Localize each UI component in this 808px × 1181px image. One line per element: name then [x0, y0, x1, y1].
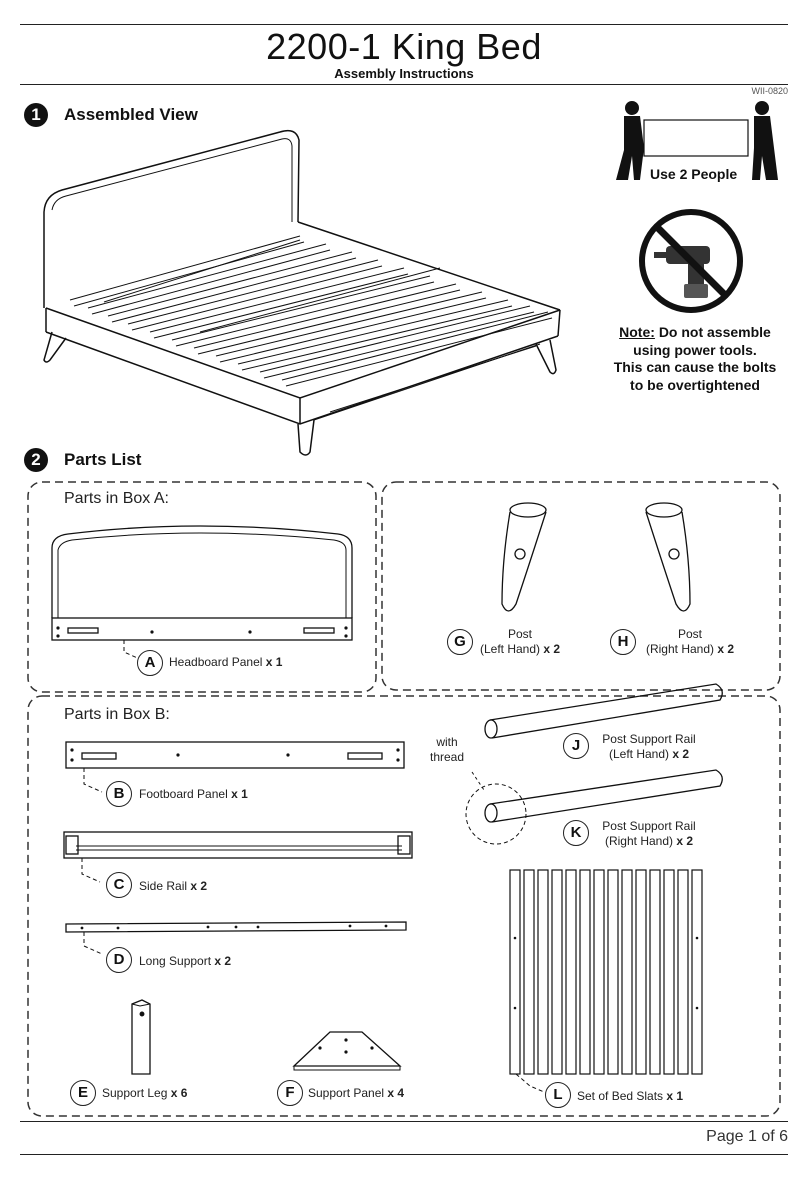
thread-callout: with thread	[425, 735, 469, 765]
part-e-name: Support Leg	[102, 1086, 168, 1100]
note-line-4: to be overtightened	[630, 376, 760, 393]
part-k-label: Post Support Rail (Right Hand) x 2	[592, 819, 706, 849]
part-l-badge: L	[545, 1082, 571, 1108]
part-d-badge: D	[106, 947, 132, 973]
side-rail-drawing	[63, 831, 413, 883]
thread-callout-line-2: thread	[429, 750, 465, 764]
page-number: Page 1 of 6	[706, 1128, 788, 1145]
part-f-badge: F	[277, 1080, 303, 1106]
rail-j	[489, 683, 723, 739]
two-people-label: Use 2 People	[650, 166, 738, 182]
part-l-qty: x 1	[666, 1089, 684, 1103]
part-l-label: Set of Bed Slats x 1	[577, 1089, 683, 1103]
rail-k	[489, 769, 723, 823]
post-right-drawing	[645, 502, 691, 612]
part-h-name-2: (Right Hand)	[645, 642, 714, 656]
part-j-name-1: Post Support Rail	[602, 732, 696, 746]
post-support-rails-drawing	[465, 683, 723, 845]
top-rule	[20, 24, 788, 25]
note-line-2: using power tools.	[633, 341, 757, 358]
part-k-qty: x 2	[676, 834, 694, 848]
part-c-label: Side Rail x 2	[139, 879, 207, 893]
part-a-badge: A	[137, 650, 163, 676]
footboard-panel-drawing	[65, 741, 405, 793]
part-c-badge: C	[106, 872, 132, 898]
no-power-tools-icon	[639, 209, 743, 313]
step-2-badge: 2	[24, 448, 48, 472]
part-c-qty: x 2	[190, 879, 208, 893]
part-a-name: Headboard Panel	[169, 655, 263, 669]
part-k-name-2: (Right Hand)	[604, 834, 673, 848]
header-rule	[20, 84, 788, 85]
step-1-title: Assembled View	[64, 105, 198, 124]
box-right-outline	[381, 481, 781, 691]
part-j-name-2: (Left Hand)	[608, 747, 669, 761]
part-a-label: Headboard Panel x 1	[169, 655, 282, 669]
two-people-icon	[616, 101, 778, 180]
part-j-badge: J	[563, 733, 589, 759]
part-g-name-2: (Left Hand)	[479, 642, 540, 656]
box-b-heading: Parts in Box B:	[64, 706, 170, 723]
support-leg-drawing	[131, 999, 151, 1075]
part-f-name: Support Panel	[308, 1086, 385, 1100]
part-h-badge: H	[610, 629, 636, 655]
part-a-qty: x 1	[265, 655, 283, 669]
part-e-label: Support Leg x 6	[102, 1086, 187, 1100]
long-support-drawing	[65, 921, 407, 955]
part-g-label: Post (Left Hand) x 2	[475, 627, 565, 657]
part-l-name: Set of Bed Slats	[577, 1089, 664, 1103]
bed-slats-drawing	[509, 869, 703, 1093]
footer-rule-top	[20, 1121, 788, 1122]
support-panel-drawing	[292, 1031, 402, 1071]
part-h-qty: x 2	[717, 642, 735, 656]
part-b-name: Footboard Panel	[139, 787, 228, 801]
part-b-qty: x 1	[231, 787, 248, 801]
bed-slats	[69, 235, 553, 387]
footer-rule-bottom	[20, 1154, 788, 1155]
step-1-badge: 1	[24, 103, 48, 127]
document-code: WII-0820	[751, 86, 788, 96]
part-h-name-1: Post	[677, 627, 702, 641]
part-h-label: Post (Right Hand) x 2	[640, 627, 740, 657]
part-j-label: Post Support Rail (Left Hand) x 2	[592, 732, 706, 762]
part-b-label: Footboard Panel x 1	[139, 787, 248, 801]
part-j-qty: x 2	[672, 747, 690, 761]
page-title: 2200-1 King Bed	[266, 26, 542, 67]
headboard-panel-drawing	[51, 525, 353, 661]
part-b-badge: B	[106, 781, 132, 807]
note-line-3: This can cause the bolts	[613, 359, 777, 375]
part-g-name-1: Post	[507, 627, 532, 641]
note-line-1: Do not assemble	[658, 324, 771, 340]
box-a-heading: Parts in Box A:	[64, 490, 169, 507]
power-tools-note: Note: Do not assemble using power tools.…	[605, 324, 785, 394]
thread-callout-line-1: with	[436, 735, 458, 749]
post-left-drawing	[501, 502, 547, 612]
part-g-badge: G	[447, 629, 473, 655]
part-k-name-1: Post Support Rail	[602, 819, 696, 833]
step-2-title: Parts List	[64, 450, 142, 469]
part-e-qty: x 6	[170, 1086, 188, 1100]
part-f-label: Support Panel x 4	[308, 1086, 404, 1100]
part-d-name: Long Support	[139, 954, 212, 968]
part-d-label: Long Support x 2	[139, 954, 231, 968]
part-g-qty: x 2	[543, 642, 561, 656]
part-d-qty: x 2	[214, 954, 232, 968]
part-k-badge: K	[563, 820, 589, 846]
page-subtitle: Assembly Instructions	[334, 66, 474, 81]
part-f-qty: x 4	[387, 1086, 405, 1100]
part-c-name: Side Rail	[139, 879, 188, 893]
note-label: Note:	[619, 324, 655, 340]
part-e-badge: E	[70, 1080, 96, 1106]
